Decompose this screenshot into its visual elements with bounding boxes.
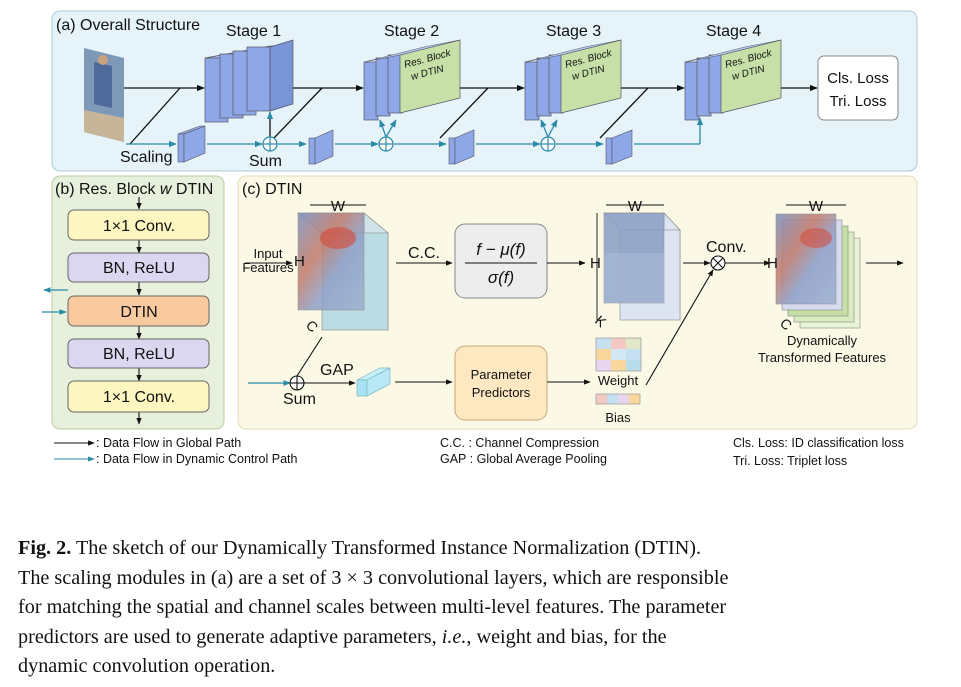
- tri-loss-label: Tri. Loss: [830, 93, 887, 110]
- caption-line1: The sketch of our Dynamically Transforme…: [71, 537, 702, 559]
- bias-vector: [595, 393, 641, 405]
- normalized-feature-map: [603, 212, 681, 321]
- dynamic-features-line2: Transformed Features: [758, 350, 887, 365]
- b-dtin-box: [67, 295, 210, 327]
- b-bnrelu2-label: BN, ReLU: [103, 346, 175, 363]
- parameter-predictors-box: [454, 345, 548, 421]
- legend-cc-def: C.C. : Channel Compression: [440, 436, 599, 450]
- stage2-label: Stage 2: [384, 23, 439, 40]
- caption-line4b: , weight and bias, for the: [466, 625, 667, 648]
- input-feature-map: [297, 212, 389, 331]
- panel-a-title: (a) Overall Structure: [56, 17, 200, 34]
- caption-label: Fig. 2.: [18, 537, 72, 559]
- stage2-block: Res. Block w DTIN: [363, 39, 461, 121]
- gap-vector: [356, 367, 391, 397]
- stage4-label: Stage 4: [706, 23, 761, 40]
- param-predictors-line1: Parameter: [471, 367, 532, 382]
- sum-label-c: Sum: [283, 391, 316, 408]
- input-person-image: [84, 48, 124, 142]
- legend-dynamic-path: : Data Flow in Dynamic Control Path: [96, 452, 298, 466]
- figure-caption: Fig. 2. The sketch of our Dynamically Tr…: [18, 534, 942, 682]
- panel-b-title: (b) Res. Block w DTIN: [55, 181, 213, 198]
- stage1-label: Stage 1: [226, 23, 281, 40]
- caption-line2: The scaling modules in (a) are a set of …: [18, 566, 729, 589]
- b-conv2-label: 1×1 Conv.: [103, 389, 175, 406]
- conv-label: Conv.: [706, 239, 747, 256]
- c-w-label-3: W: [809, 198, 824, 215]
- loss-box: Cls. Loss Tri. Loss: [817, 55, 899, 121]
- legend-gap-def: GAP : Global Average Pooling: [440, 452, 607, 466]
- c-w-label-2: W: [628, 198, 643, 215]
- c-h-label-1: H: [294, 253, 305, 270]
- cls-loss-label: Cls. Loss: [827, 70, 889, 87]
- b-conv1-label: 1×1 Conv.: [103, 218, 175, 235]
- c-w-label-1: W: [331, 198, 346, 215]
- stage3-block: Res. Block w DTIN: [524, 39, 622, 121]
- caption-line3: for matching the spatial and channel sca…: [18, 596, 727, 618]
- b-bnrelu1-box: [67, 252, 210, 283]
- weight-label: Weight: [598, 373, 639, 388]
- sum-label-a: Sum: [249, 153, 282, 170]
- dynamic-features-stack: [775, 213, 861, 329]
- c-h-label-3: H: [767, 255, 778, 272]
- b-conv2-box: [67, 380, 210, 413]
- panel-c-dtin: (c) DTIN W H C Input Features C.C. f − μ…: [237, 175, 918, 430]
- stage1-block: [204, 39, 294, 123]
- caption-ie: i.e.: [441, 625, 467, 648]
- b-bnrelu1-label: BN, ReLU: [103, 260, 175, 277]
- panel-b-res-block: (b) Res. Block w DTIN 1×1 Conv. BN, ReLU…: [42, 175, 225, 430]
- weight-grid: [595, 337, 642, 372]
- scaling-label: Scaling: [120, 149, 172, 166]
- legend-cls-def: Cls. Loss: ID classification loss: [733, 436, 904, 450]
- input-features-line1: Input: [254, 246, 283, 261]
- b-bnrelu2-box: [67, 338, 210, 369]
- bias-label: Bias: [605, 410, 631, 425]
- formula-numerator: f − μ(f): [476, 240, 525, 259]
- b-dtin-label: DTIN: [120, 304, 157, 321]
- dynamic-features-line1: Dynamically: [787, 333, 858, 348]
- stage4-block: Res. Block w DTIN: [684, 39, 782, 121]
- scaling-module-3: [448, 129, 475, 165]
- legend-global-path: : Data Flow in Global Path: [96, 436, 241, 450]
- scaling-module-1: [177, 125, 206, 163]
- scaling-module-2: [308, 129, 334, 165]
- normalization-box: [454, 223, 548, 299]
- stage3-label: Stage 3: [546, 23, 601, 40]
- legend-tri-def: Tri. Loss: Triplet loss: [733, 454, 847, 468]
- legend: : Data Flow in Global Path : Data Flow i…: [54, 436, 904, 468]
- panel-c-title: (c) DTIN: [242, 181, 302, 198]
- panel-a-sum-nodes: [262, 136, 556, 152]
- cc-label: C.C.: [408, 245, 440, 262]
- panel-a-overall-structure: (a) Overall Structure Stage 1 Res. Block: [51, 10, 918, 172]
- formula-denominator: σ(f): [488, 268, 514, 287]
- figure-diagram: (a) Overall Structure Stage 1 Res. Block: [42, 10, 918, 468]
- b-conv1-box: [67, 209, 210, 241]
- panel-a-dynamic-arrows: [126, 111, 704, 148]
- scaling-module-4: [605, 129, 633, 165]
- gap-label: GAP: [320, 362, 354, 379]
- param-predictors-line2: Predictors: [472, 385, 531, 400]
- c-h-label-2: H: [590, 255, 601, 272]
- caption-line5: dynamic convolution operation.: [18, 655, 276, 677]
- input-features-line2: Features: [242, 260, 294, 275]
- panel-a-global-arrows: [124, 84, 818, 145]
- caption-line4a: predictors are used to generate adaptive…: [18, 625, 442, 648]
